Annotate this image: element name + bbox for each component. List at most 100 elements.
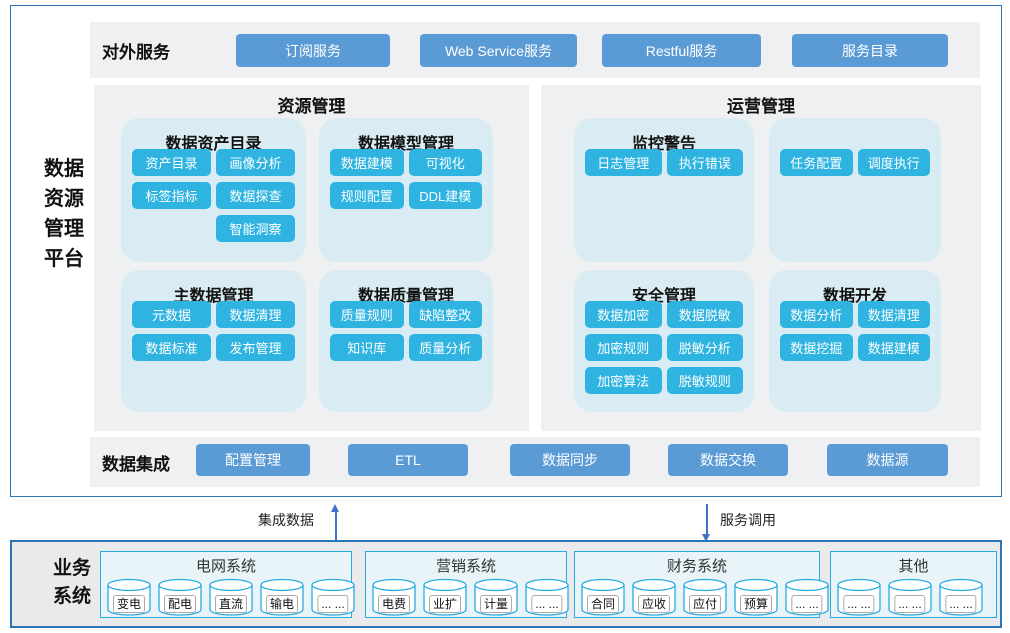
integrate-data-flow-label: 集成数据 (258, 512, 314, 528)
database-label: 业扩 (428, 595, 462, 613)
feature-button[interactable]: 资产目录 (132, 149, 211, 176)
database-cylinder: ... ... (837, 578, 881, 616)
feature-button[interactable]: 知识库 (330, 334, 404, 361)
database-label: ... ... (791, 595, 823, 613)
feature-button[interactable]: 加密规则 (585, 334, 662, 361)
database-label: 合同 (586, 595, 620, 613)
up-arrow-icon (331, 504, 340, 542)
feature-button[interactable]: 数据脱敏 (666, 301, 743, 328)
service-call-flow-label: 服务调用 (720, 512, 776, 528)
feature-button[interactable]: 数据建模 (330, 149, 404, 176)
subscribe-service-button[interactable]: 订阅服务 (236, 34, 390, 67)
feature-button[interactable]: 数据探查 (216, 182, 295, 209)
feature-button[interactable]: 质量分析 (408, 334, 482, 361)
monitoring-alert-title: 监控警告 (631, 136, 696, 153)
feature-button[interactable]: 数据标准 (132, 334, 211, 361)
marketing-system-box: 营销系统 电费业扩计量... ... (365, 551, 569, 618)
data-asset-catalog-card: 数据资产目录 资产目录画像分析标签指标数据探查智能洞察 (121, 118, 306, 262)
database-cylinder: 变电 (107, 578, 151, 616)
finance-databases: 合同应收应付预算... ... (581, 578, 829, 616)
feature-button[interactable]: 规则配置 (330, 182, 404, 209)
feature-button[interactable]: 可视化 (408, 149, 482, 176)
database-cylinder: 直流 (209, 578, 253, 616)
platform-title: 数据 资源 管理 平台 (33, 154, 95, 274)
database-label: ... ... (531, 595, 563, 613)
feature-button[interactable]: 脱敏分析 (666, 334, 743, 361)
feature-button[interactable]: 数据清理 (216, 301, 295, 328)
web-service-button[interactable]: Web Service服务 (420, 34, 577, 67)
down-arrow-icon (702, 504, 711, 542)
feature-button[interactable]: 智能洞察 (216, 215, 295, 242)
database-label: ... ... (843, 595, 875, 613)
platform-title-line: 资源 (44, 188, 84, 210)
data-development-title: 数据开发 (822, 288, 887, 305)
monitoring-alert-buttons: 日志管理执行错误 (574, 149, 754, 176)
feature-button[interactable]: 脱敏规则 (666, 367, 743, 394)
data-development-buttons: 数据分析数据清理数据挖掘数据建模 (769, 301, 941, 361)
feature-button[interactable]: DDL建模 (408, 182, 482, 209)
feature-button[interactable]: 标签指标 (132, 182, 211, 209)
feature-button[interactable]: 数据加密 (585, 301, 662, 328)
scheduling-card: 任务配置调度执行 (769, 118, 941, 262)
config-mgmt-button[interactable]: 配置管理 (196, 444, 310, 476)
security-mgmt-buttons: 数据加密数据脱敏加密规则脱敏分析加密算法脱敏规则 (574, 301, 754, 394)
feature-button[interactable]: 调度执行 (857, 149, 930, 176)
feature-button[interactable]: 缺陷整改 (408, 301, 482, 328)
resource-management-panel: 资源管理 数据资产目录 资产目录画像分析标签指标数据探查智能洞察 数据模型管理 … (94, 85, 529, 431)
operations-management-title: 运营管理 (727, 97, 795, 116)
platform-title-line: 平台 (44, 248, 84, 270)
data-sync-button[interactable]: 数据同步 (510, 444, 630, 476)
data-integration-row: 数据集成 配置管理 ETL 数据同步 数据交换 数据源 (90, 437, 980, 487)
restful-service-button[interactable]: Restful服务 (602, 34, 761, 67)
feature-button[interactable]: 数据清理 (857, 301, 930, 328)
database-label: ... ... (894, 595, 926, 613)
database-label: 应付 (688, 595, 722, 613)
data-integration-label: 数据集成 (102, 454, 170, 474)
feature-button[interactable]: 任务配置 (780, 149, 853, 176)
feature-button[interactable]: 加密算法 (585, 367, 662, 394)
marketing-system-title: 营销系统 (435, 558, 496, 575)
master-data-mgmt-title: 主数据管理 (173, 288, 254, 305)
external-services-row: 对外服务 订阅服务 Web Service服务 Restful服务 服务目录 (90, 22, 980, 78)
feature-button[interactable]: 数据建模 (857, 334, 930, 361)
database-label: 直流 (214, 595, 248, 613)
other-system-box: 其他 ... ...... ...... ... (830, 551, 997, 618)
master-data-mgmt-card: 主数据管理 元数据数据清理数据标准发布管理 (121, 270, 306, 412)
etl-button[interactable]: ETL (348, 444, 468, 476)
business-systems-title: 业务 系统 (40, 555, 104, 611)
service-catalog-button[interactable]: 服务目录 (792, 34, 948, 67)
feature-button[interactable]: 画像分析 (216, 149, 295, 176)
feature-button[interactable]: 日志管理 (585, 149, 662, 176)
database-cylinder: 应付 (683, 578, 727, 616)
feature-button[interactable]: 质量规则 (330, 301, 404, 328)
feature-button[interactable]: 数据分析 (780, 301, 853, 328)
data-quality-mgmt-buttons: 质量规则缺陷整改知识库质量分析 (319, 301, 493, 361)
platform-title-line: 数据 (44, 158, 84, 180)
database-label: 应收 (637, 595, 671, 613)
business-systems-title-line: 业务 (52, 558, 91, 579)
database-cylinder: 计量 (474, 578, 518, 616)
feature-button[interactable]: 元数据 (132, 301, 211, 328)
power-grid-system-box: 电网系统 变电配电直流输电... ... (100, 551, 355, 618)
scheduling-card-buttons: 任务配置调度执行 (769, 149, 941, 176)
feature-button[interactable]: 执行错误 (666, 149, 743, 176)
database-cylinder: 应收 (632, 578, 676, 616)
data-asset-catalog-title: 数据资产目录 (165, 136, 262, 153)
platform-container: 数据 资源 管理 平台 对外服务 订阅服务 Web Service服务 Rest… (10, 5, 1002, 497)
feature-button[interactable]: 数据挖掘 (780, 334, 853, 361)
data-asset-catalog-buttons: 资产目录画像分析标签指标数据探查智能洞察 (121, 149, 306, 242)
database-label: 输电 (265, 595, 299, 613)
security-mgmt-card: 安全管理 数据加密数据脱敏加密规则脱敏分析加密算法脱敏规则 (574, 270, 754, 412)
data-development-card: 数据开发 数据分析数据清理数据挖掘数据建模 (769, 270, 941, 412)
data-source-button[interactable]: 数据源 (827, 444, 948, 476)
database-label: ... ... (945, 595, 977, 613)
data-quality-mgmt-card: 数据质量管理 质量规则缺陷整改知识库质量分析 (319, 270, 493, 412)
data-exchange-button[interactable]: 数据交换 (668, 444, 788, 476)
feature-button[interactable]: 发布管理 (216, 334, 295, 361)
database-cylinder: 合同 (581, 578, 625, 616)
security-mgmt-title: 安全管理 (631, 288, 696, 305)
database-label: 变电 (112, 595, 146, 613)
